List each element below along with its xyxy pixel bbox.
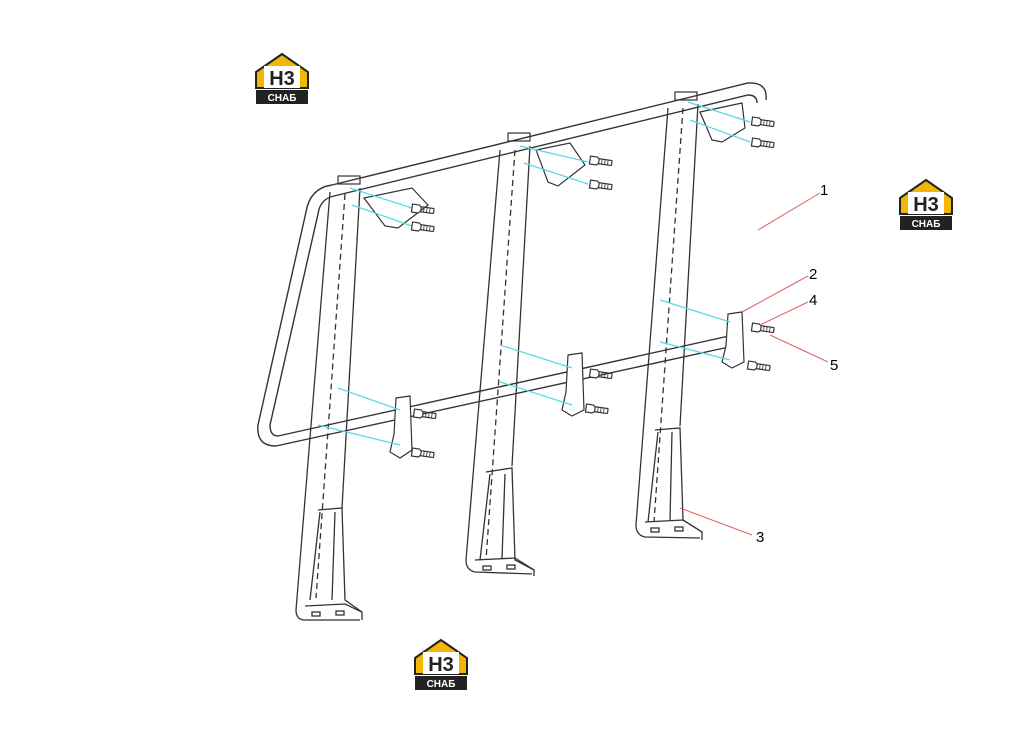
post-right <box>635 103 703 540</box>
brand-logo: H3 СНАБ <box>411 636 471 692</box>
callout-label-3: 3 <box>756 529 764 546</box>
leader-lines <box>679 192 829 536</box>
post-center <box>465 145 535 576</box>
callout-label-1: 1 <box>820 182 828 199</box>
brand-logo: H3 СНАБ <box>896 176 956 232</box>
logo-top-text: H3 <box>269 68 295 90</box>
logo-bottom-text: СНАБ <box>268 93 297 104</box>
bolt-axes <box>317 101 751 446</box>
bolts <box>410 116 775 460</box>
logo-top-text: H3 <box>913 194 939 216</box>
top-rail <box>257 82 767 447</box>
clamps <box>389 311 745 459</box>
post-left <box>295 187 363 621</box>
callout-label-5: 5 <box>830 357 838 374</box>
logo-bottom-text: СНАБ <box>912 219 941 230</box>
brand-logo: H3 СНАБ <box>252 50 312 106</box>
logo-top-text: H3 <box>428 654 454 676</box>
tabs-top <box>337 91 698 185</box>
callout-label-2: 2 <box>809 266 817 283</box>
callout-label-4: 4 <box>809 292 817 309</box>
logo-bottom-text: СНАБ <box>427 679 456 690</box>
